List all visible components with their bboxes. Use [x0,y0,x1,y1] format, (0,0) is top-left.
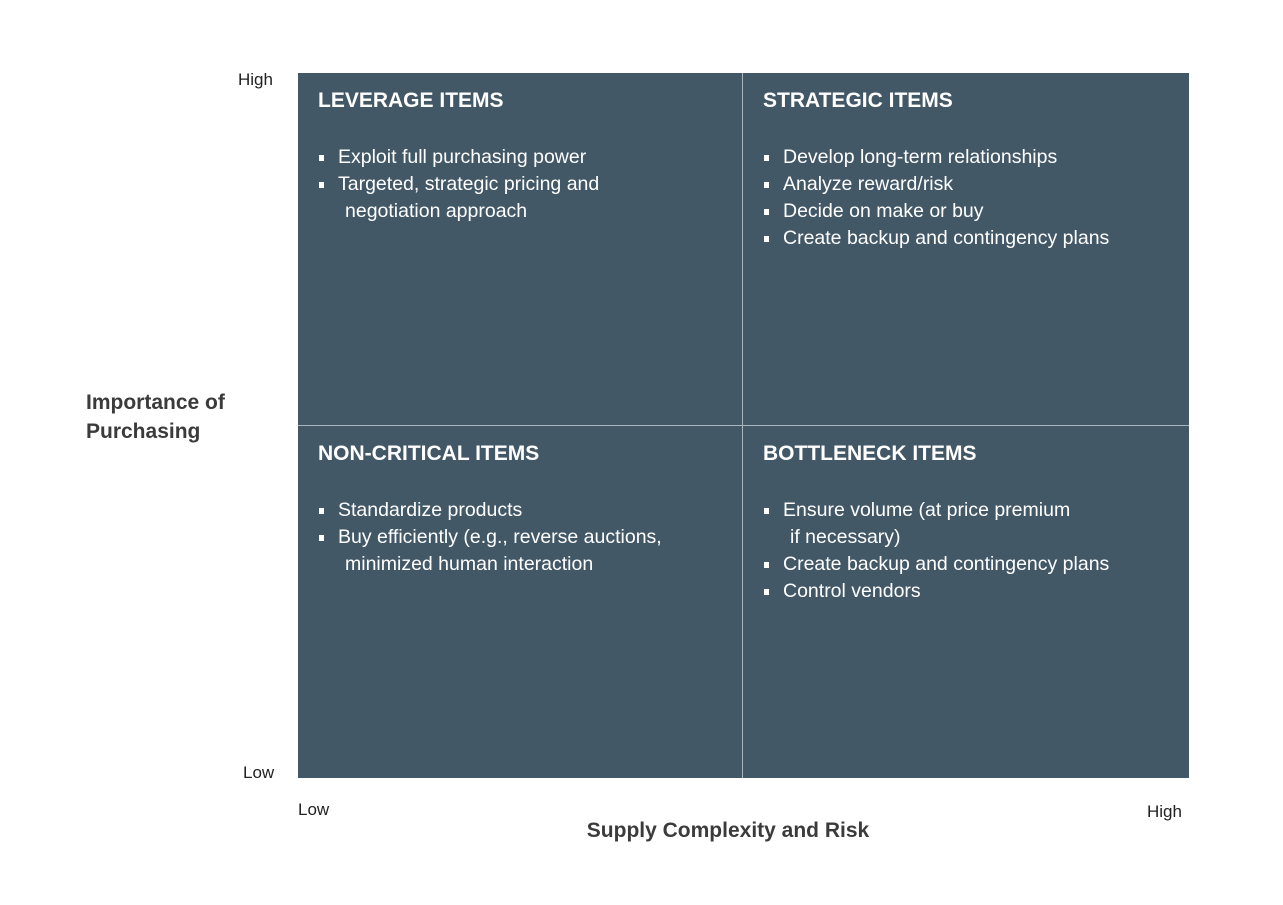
y-axis-title: Importance of Purchasing [86,388,225,446]
bullet-text: Buy efficiently (e.g., reverse auctions, [338,526,662,548]
bullet-icon [764,562,769,568]
bullet-icon [764,508,769,514]
quadrant-title: BOTTLENECK ITEMS [763,442,977,465]
list-item: Decide on make or buy [763,198,1167,225]
bullet-text: Control vendors [783,580,921,602]
list-item: Create backup and contingency plans [763,551,1167,578]
y-axis-title-line1: Importance of [86,391,225,414]
y-axis-title-line2: Purchasing [86,420,201,443]
bullet-text: Ensure volume (at price premium [783,499,1071,521]
y-axis-low-label: Low [243,763,275,782]
bullet-text: Targeted, strategic pricing and [338,173,600,195]
quadrant-strategic: STRATEGIC ITEMS Develop long-term relati… [743,73,1187,425]
list-item: Develop long-term relationships [763,144,1167,171]
matrix-grid: LEVERAGE ITEMS Exploit full purchasing p… [298,73,1189,778]
bullet-text: Standardize products [338,499,523,521]
bullet-icon [764,182,769,188]
list-item: Standardize products [318,497,722,524]
bullet-text: Create backup and contingency plans [783,553,1110,575]
x-axis-title: Supply Complexity and Risk [586,819,870,842]
bullet-text: Decide on make or buy [783,200,984,222]
list-item: Buy efficiently (e.g., reverse auctions,… [318,524,722,578]
bullet-icon [764,236,769,242]
quadrant-bottleneck: BOTTLENECK ITEMS Ensure volume (at price… [743,426,1187,778]
x-axis-low-label: Low [298,800,330,819]
list-item: Control vendors [763,578,1167,605]
bullet-icon [319,535,324,541]
bullet-text: Analyze reward/risk [783,173,954,195]
horizontal-divider [298,425,1189,426]
y-axis-high-label: High [238,70,273,89]
list-item: Create backup and contingency plans [763,225,1167,252]
list-item: Exploit full purchasing power [318,144,722,171]
list-item: Analyze reward/risk [763,171,1167,198]
bullet-icon [319,182,324,188]
list-item: Targeted, strategic pricing and negotiati… [318,171,722,225]
bullet-icon [319,508,324,514]
x-axis-high-label: High [1147,802,1182,821]
bullet-text: Develop long-term relationships [783,146,1058,168]
bullet-text-continued: negotiation approach [345,200,528,222]
bullet-text-continued: if necessary) [790,526,901,548]
list-item: Ensure volume (at price premium if necess… [763,497,1167,551]
bullet-text: Create backup and contingency plans [783,227,1110,249]
bullet-icon [319,155,324,161]
quadrant-title: STRATEGIC ITEMS [763,89,953,112]
bullet-text-continued: minimized human interaction [345,553,594,575]
quadrant-non-critical: NON-CRITICAL ITEMS Standardize products … [298,426,742,778]
bullet-text: Exploit full purchasing power [338,146,587,168]
bullet-icon [764,589,769,595]
quadrant-title: NON-CRITICAL ITEMS [318,442,540,465]
quadrant-title: LEVERAGE ITEMS [318,89,504,112]
bullet-icon [764,209,769,215]
bullet-icon [764,155,769,161]
quadrant-leverage: LEVERAGE ITEMS Exploit full purchasing p… [298,73,742,425]
